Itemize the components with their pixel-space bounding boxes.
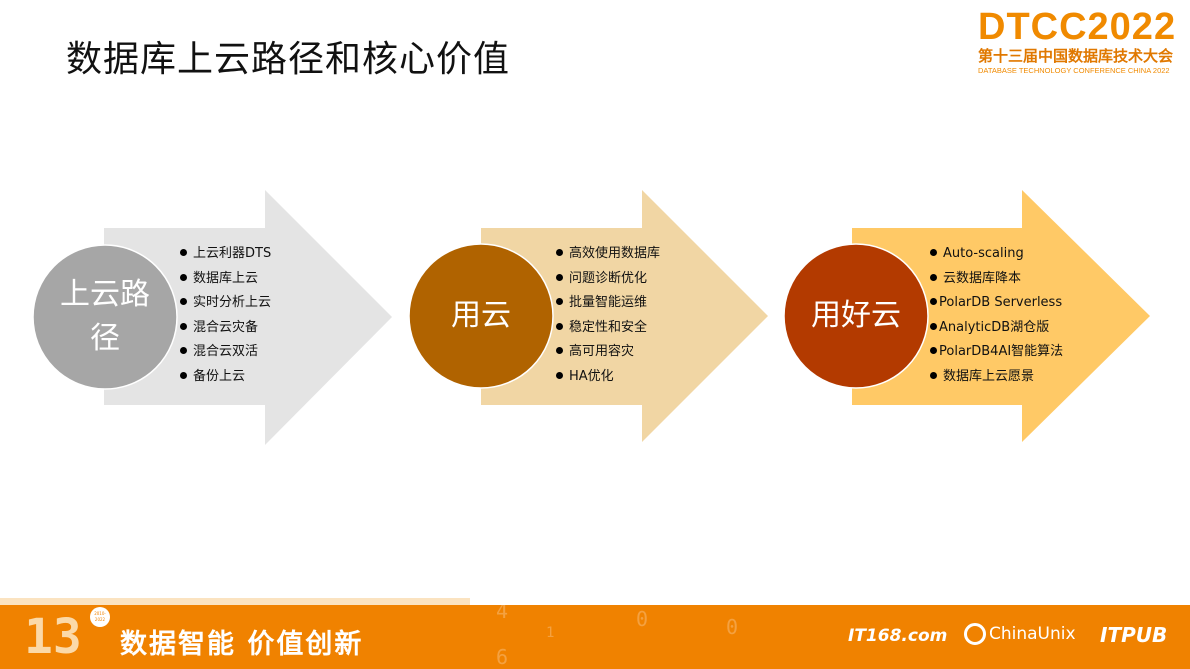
list-item: 云数据库降本 <box>930 267 1063 292</box>
list-item: Auto-scaling <box>930 242 1063 267</box>
list-item: 备份上云 <box>180 365 271 390</box>
list-item: 数据库上云愿景 <box>930 365 1063 390</box>
list-item: 上云利器DTS <box>180 242 271 267</box>
badge-years: 2010-2022 <box>90 607 110 627</box>
list-item: PolarDB Serverless <box>930 291 1063 316</box>
decor-digit: 0 <box>636 607 649 631</box>
list-item: 数据库上云 <box>180 267 271 292</box>
dtcc-logo: DTCC2022 第十三届中国数据库技术大会 DATABASE TECHNOLO… <box>978 8 1183 76</box>
chinaunix-u-icon <box>964 623 986 645</box>
logo-cn: 第十三届中国数据库技术大会 <box>978 47 1174 65</box>
list-item: 问题诊断优化 <box>556 267 660 292</box>
stage-1-items: 上云利器DTS 数据库上云 实时分析上云 混合云灾备 混合云双活 备份上云 <box>180 242 271 390</box>
list-item: 稳定性和安全 <box>556 316 660 341</box>
footer-slogan: 数据智能 价值创新 <box>120 629 364 660</box>
arrow-1 <box>104 190 392 445</box>
list-item: 混合云灾备 <box>180 316 271 341</box>
arrow-2 <box>481 190 768 442</box>
stage-3-items: Auto-scaling 云数据库降本 PolarDB Serverless A… <box>930 242 1063 390</box>
it168-logo: IT168.com <box>848 626 948 646</box>
list-item: 批量智能运维 <box>556 291 660 316</box>
list-item: PolarDB4AI智能算法 <box>930 340 1063 365</box>
list-item: 高效使用数据库 <box>556 242 660 267</box>
logo-main: DTCC2022 <box>978 6 1177 48</box>
list-item: AnalyticDB湖仓版 <box>930 316 1063 341</box>
stage-circle-1 <box>32 244 178 390</box>
decor-digit: 6 <box>496 645 509 669</box>
stage-circle-3 <box>783 243 929 389</box>
stage-circle-2 <box>408 243 554 389</box>
arrow-3 <box>852 190 1150 442</box>
stage-label-1: 上云路径 <box>60 277 150 356</box>
stage-label-2: 用云 <box>451 298 511 333</box>
list-item: 实时分析上云 <box>180 291 271 316</box>
stage-label-3: 用好云 <box>811 298 901 333</box>
anniversary-badge: 13 <box>24 609 82 665</box>
decor-digit: 0 <box>726 615 739 639</box>
page-title: 数据库上云路径和核心价值 <box>66 39 511 80</box>
footer-strip <box>0 598 470 605</box>
chinaunix-logo: ChinaUnix <box>964 623 1076 645</box>
decor-digit: 4 <box>496 599 509 623</box>
footer-banner: 13 2010-2022 数据智能 价值创新 4 1 6 0 0 IT168.c… <box>0 599 1190 669</box>
list-item: 高可用容灾 <box>556 340 660 365</box>
list-item: 混合云双活 <box>180 340 271 365</box>
list-item: HA优化 <box>556 365 660 390</box>
decor-digit: 1 <box>546 625 555 641</box>
logo-en: DATABASE TECHNOLOGY CONFERENCE CHINA 202… <box>978 66 1170 75</box>
itpub-logo: ITPUB <box>1100 623 1168 647</box>
stage-2-items: 高效使用数据库 问题诊断优化 批量智能运维 稳定性和安全 高可用容灾 HA优化 <box>556 242 660 390</box>
